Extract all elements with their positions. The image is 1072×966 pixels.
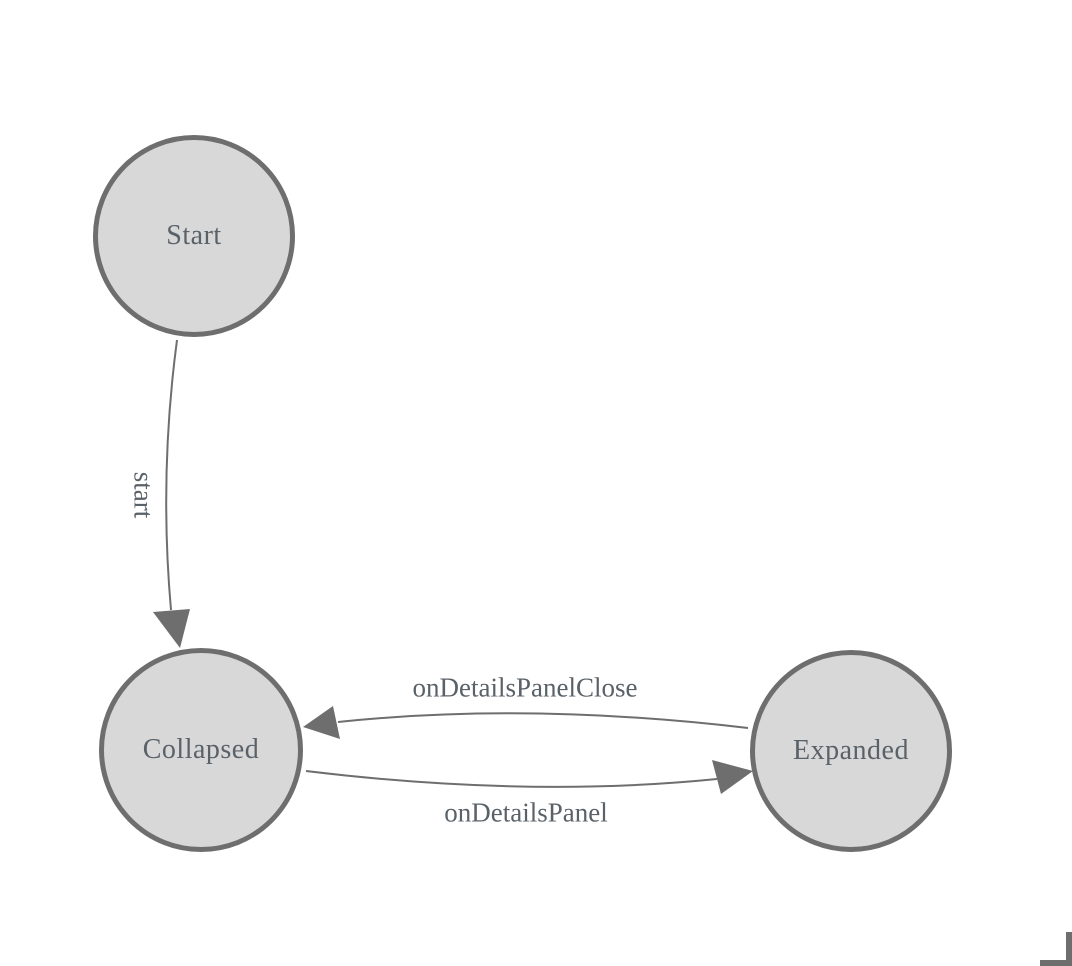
edge-expanded-to-collapsed: [337, 712, 749, 729]
edge-start-to-collapsed: [165, 339, 178, 611]
arrowhead-start-to-collapsed: [153, 609, 190, 648]
state-node-start[interactable]: Start: [93, 135, 295, 337]
edge-label-start: start: [128, 471, 159, 519]
edge-label-ondetailspanel: onDetailsPanel: [444, 797, 608, 828]
arrowhead-collapsed-to-expanded: [712, 760, 753, 794]
resize-corner-icon[interactable]: [1040, 932, 1072, 966]
arrowhead-expanded-to-collapsed: [303, 706, 340, 739]
state-node-collapsed[interactable]: Collapsed: [99, 648, 303, 852]
node-label: Collapsed: [142, 734, 260, 765]
edge-collapsed-to-expanded: [305, 770, 718, 788]
resize-corner-vertical-bar: [1066, 932, 1072, 966]
node-label: Start: [166, 220, 222, 251]
node-label: Expanded: [793, 735, 909, 766]
state-node-expanded[interactable]: Expanded: [750, 650, 952, 852]
edge-label-ondetailspanelclose: onDetailsPanelClose: [412, 672, 638, 703]
resize-corner-horizontal-bar: [1040, 960, 1072, 966]
